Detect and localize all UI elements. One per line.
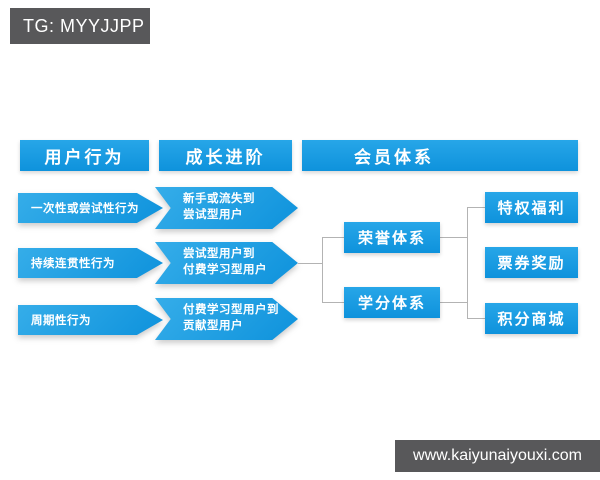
behavior-arrow-label: 周期性行为 — [31, 315, 91, 327]
growth-arrow-trial-to-paid: 尝试型用户到 付费学习型用户 — [155, 242, 298, 284]
growth-arrow-line1: 新手或流失到 — [183, 193, 255, 206]
website-watermark: www.kaiyunaiyouxi.com — [395, 440, 600, 472]
growth-arrow-line2: 尝试型用户 — [183, 209, 243, 221]
behavior-arrow-continuous: 持续连贯性行为 — [18, 248, 163, 278]
header-user-behavior: 用户行为 — [20, 140, 149, 171]
connector-left-bracket-vertical — [322, 237, 323, 303]
growth-arrow-line2: 贡献型用户 — [183, 320, 243, 332]
connector-to-credit — [322, 302, 344, 303]
telegram-watermark: TG: MYYJJPP — [10, 8, 150, 44]
connector-credit-right — [440, 302, 467, 303]
behavior-arrow-onetime: 一次性或尝试性行为 — [18, 193, 163, 223]
behavior-arrow-label: 一次性或尝试性行为 — [31, 203, 139, 215]
connector-to-honor — [322, 237, 344, 238]
header-growth-progression: 成长进阶 — [159, 140, 292, 171]
connector-to-privilege — [467, 207, 485, 208]
privilege-benefit-box: 特权福利 — [485, 192, 578, 223]
behavior-arrow-periodic: 周期性行为 — [18, 305, 163, 335]
behavior-arrow-label: 持续连贯性行为 — [31, 258, 115, 270]
connector-right-bracket-vertical — [467, 207, 468, 318]
honor-system-box: 荣誉体系 — [344, 222, 440, 253]
credit-system-box: 学分体系 — [344, 287, 440, 318]
points-mall-box: 积分商城 — [485, 303, 578, 334]
growth-arrow-paid-to-contributor: 付费学习型用户到 贡献型用户 — [155, 298, 298, 340]
growth-arrow-line1: 付费学习型用户到 — [183, 304, 279, 317]
connector-honor-right — [440, 237, 467, 238]
header-membership-label: 会员体系 — [354, 148, 434, 167]
connector-to-points-mall — [467, 318, 485, 319]
growth-arrow-line1: 尝试型用户到 — [183, 248, 255, 261]
connector-arrow-to-bracket — [298, 263, 322, 264]
coupon-reward-box: 票券奖励 — [485, 247, 578, 278]
growth-arrow-novice-to-trial: 新手或流失到 尝试型用户 — [155, 187, 298, 229]
header-membership-system: 会员体系 — [302, 140, 578, 171]
growth-arrow-line2: 付费学习型用户 — [183, 264, 267, 276]
